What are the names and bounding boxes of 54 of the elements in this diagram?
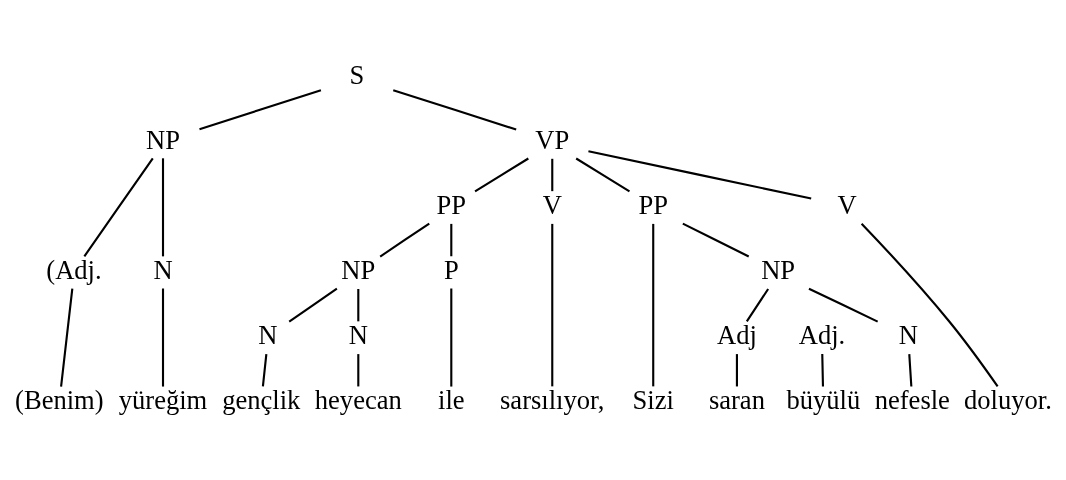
connector	[652, 223, 655, 387]
node-text: Sizi	[632, 385, 674, 416]
node-text: ile	[438, 385, 465, 416]
node-text: gençlik	[222, 385, 301, 416]
node-text: S	[349, 59, 365, 90]
node-text: Adj.	[798, 320, 846, 351]
node-text: V	[542, 190, 562, 221]
node-text: Adj	[717, 320, 757, 351]
node-text: NP	[341, 255, 376, 286]
connector	[379, 222, 430, 258]
connector	[450, 288, 453, 387]
node-text: N	[348, 320, 368, 351]
connector	[199, 89, 322, 131]
connector	[575, 157, 631, 193]
connector	[288, 287, 338, 323]
connector	[860, 222, 999, 387]
node-text: doluyor.	[964, 385, 1052, 416]
connector	[357, 289, 360, 322]
connector	[474, 157, 529, 193]
node-text: büyülü	[786, 385, 861, 416]
node-text: NP	[146, 125, 180, 155]
connector	[161, 288, 165, 387]
connector	[551, 223, 554, 387]
node-text: N	[258, 320, 278, 351]
node-text: yüreğim	[118, 385, 208, 416]
connector	[392, 89, 517, 131]
connector	[745, 288, 770, 322]
connector	[83, 157, 154, 257]
connector	[821, 354, 825, 387]
node-text: N	[153, 255, 173, 286]
connector	[588, 150, 812, 200]
node-text: nefesle	[874, 385, 950, 416]
node-text: sarsılıyor,	[500, 385, 605, 416]
connector	[60, 288, 74, 387]
node-text: VP	[535, 125, 570, 155]
node-text: saran	[708, 385, 765, 416]
connector	[357, 354, 360, 387]
connector	[261, 353, 268, 387]
node-text: V	[837, 190, 857, 221]
connector	[682, 222, 750, 258]
node-text: heyecan	[314, 385, 402, 416]
node-text: (Adj.	[46, 255, 102, 286]
node-text: P	[443, 255, 459, 286]
node-text: PP	[436, 190, 467, 221]
node-text: NP	[761, 255, 796, 286]
connector	[161, 158, 165, 257]
connector	[450, 223, 453, 257]
connector	[808, 287, 879, 323]
node-text: PP	[638, 190, 668, 221]
connector	[735, 354, 738, 387]
connector	[551, 158, 554, 192]
node-text: N	[898, 320, 918, 351]
connector	[908, 354, 913, 387]
node-text: (Benim)	[15, 385, 104, 416]
